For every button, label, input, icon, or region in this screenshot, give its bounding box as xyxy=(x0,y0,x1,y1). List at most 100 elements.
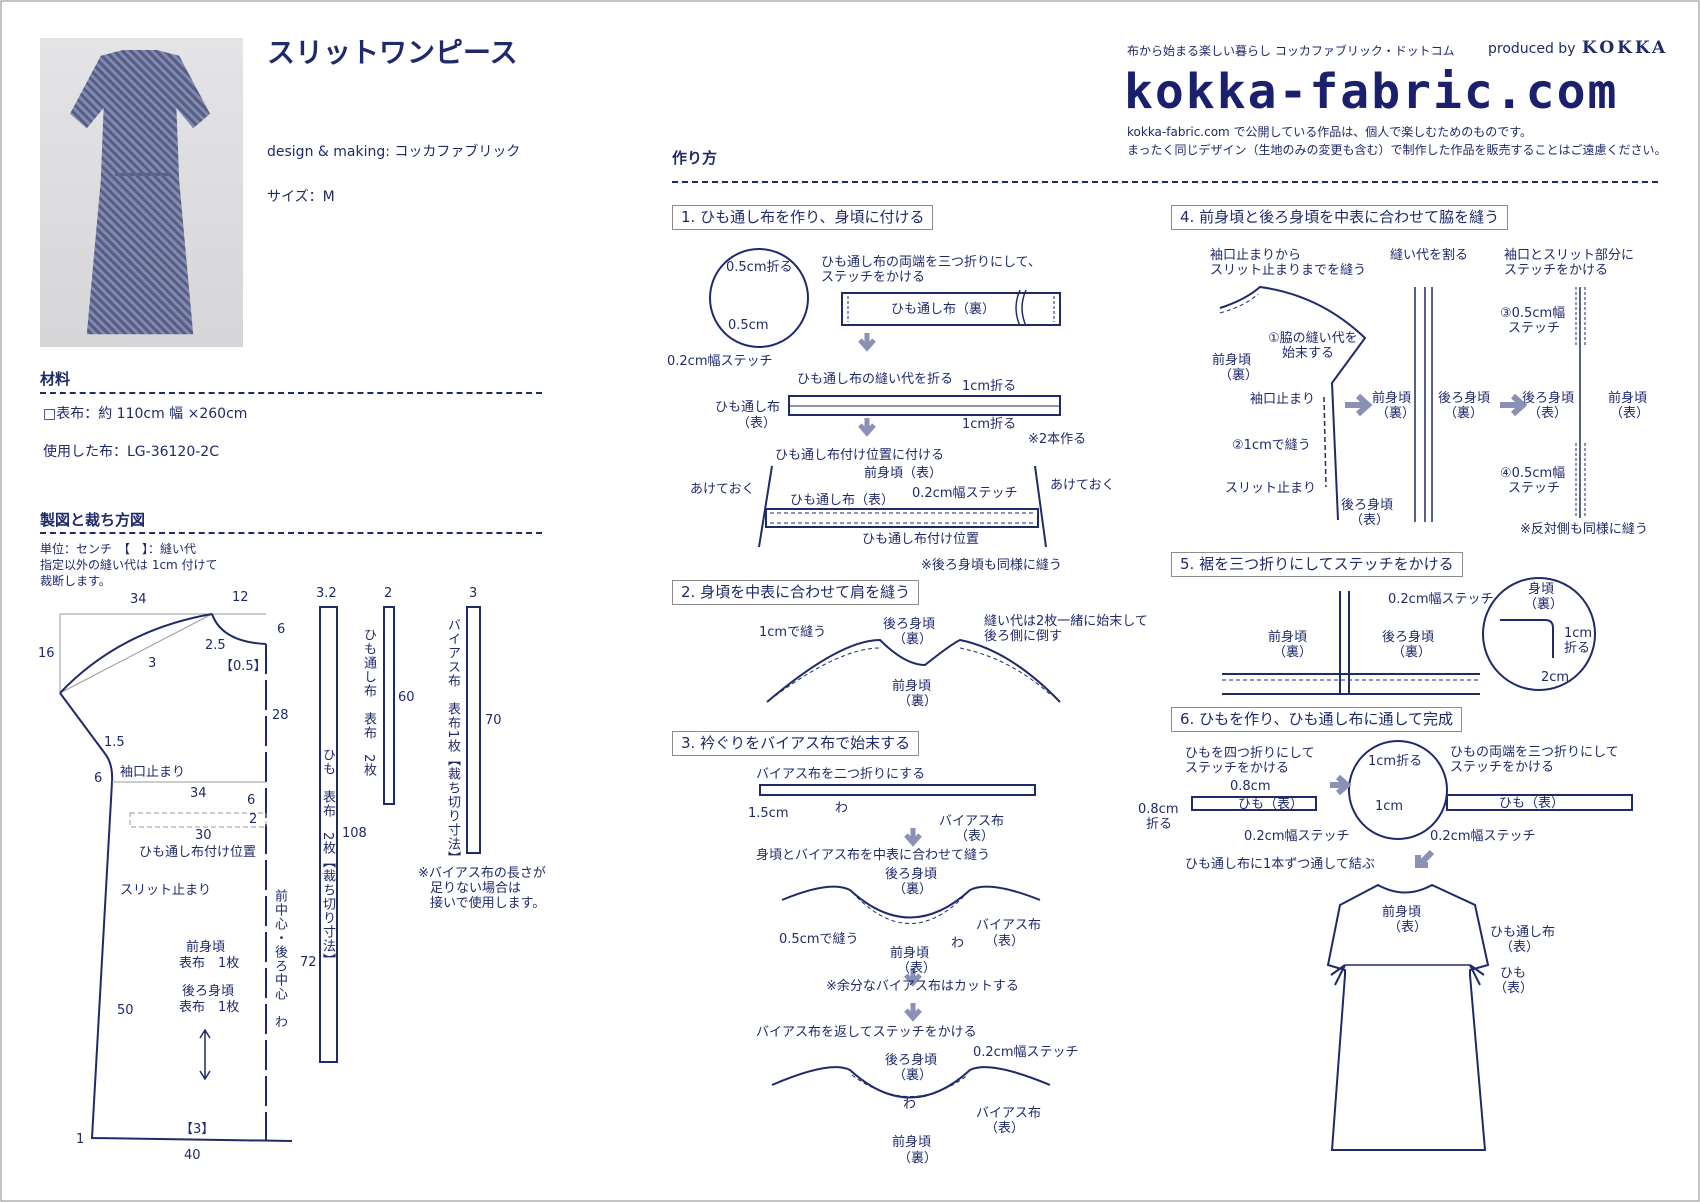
label: ひも xyxy=(1500,966,1527,981)
label: 袖口止まりから xyxy=(1210,248,1302,263)
label: ステッチをかける xyxy=(821,270,926,285)
label: 前身頃 xyxy=(1212,353,1252,368)
label: 前身頃 xyxy=(1372,391,1412,406)
label: バイアス布 xyxy=(976,918,1042,933)
label: （裏） xyxy=(893,632,933,647)
dim-label: 2 xyxy=(249,812,258,827)
label: ひも通し布（表） xyxy=(790,493,895,508)
label: 1cm xyxy=(1564,626,1593,641)
label: 折る xyxy=(1564,641,1591,656)
label: 0.8cm xyxy=(1230,779,1271,794)
label: ひも通し布の縫い代を折る xyxy=(797,372,954,387)
label: 0.2cm幅ステッチ xyxy=(1430,829,1536,844)
label: ひも通し布の両端を三つ折りにして、 xyxy=(821,255,1041,270)
label: わ xyxy=(835,801,849,816)
label: 0.2cm幅ステッチ xyxy=(912,486,1018,501)
dim-label: 【0.5】 xyxy=(220,659,267,674)
label: 後ろ側に倒す xyxy=(984,629,1063,644)
label: （裏） xyxy=(893,1068,933,1083)
dim-label: 12 xyxy=(232,590,249,605)
unit-note: 単位：センチ 【 】：縫い代 xyxy=(40,542,197,556)
label: 前身頃 xyxy=(890,946,930,961)
label: 前身頃 xyxy=(892,679,932,694)
instructions-heading: 作り方 xyxy=(672,149,718,167)
label: ④0.5cm幅 xyxy=(1500,466,1566,481)
label: ひも（表） xyxy=(1238,797,1304,812)
allowance-note: 指定以外の縫い代は 1cm 付けて xyxy=(40,558,218,572)
step-2-title: 2. 身頃を中表に合わせて肩を縫う xyxy=(672,580,920,605)
label: （裏） xyxy=(893,882,933,897)
label: スリット止まり xyxy=(1225,481,1317,496)
label: バイアス布を返してステッチをかける xyxy=(756,1025,977,1040)
sleeve-stop-label: 袖口止まり xyxy=(120,765,186,780)
center-fold-label: 前中心・後ろ中心 わ xyxy=(272,889,287,1029)
label: （表） xyxy=(985,1121,1025,1136)
label: ひも通し布に1本ずつ通して結ぶ xyxy=(1185,857,1375,872)
label: 0.2cm幅ステッチ xyxy=(973,1045,1079,1060)
label: バイアス布 xyxy=(976,1106,1042,1121)
step6-drawing xyxy=(1191,740,1633,1151)
dim-label: 28 xyxy=(272,708,289,723)
label: 前身頃 xyxy=(1608,391,1648,406)
label: 1cm折る xyxy=(962,379,1017,394)
back-piece-qty: 表布 1枚 xyxy=(179,1000,240,1015)
label: （表） xyxy=(737,416,777,431)
pattern-heading: 製図と裁ち方図 xyxy=(40,511,146,529)
materials-heading: 材料 xyxy=(40,370,71,388)
label: 始末する xyxy=(1282,346,1335,361)
label: わ xyxy=(903,1097,917,1112)
page-title: スリットワンピース xyxy=(267,36,518,69)
label: 前身頃 xyxy=(1268,630,1308,645)
front-piece-label: 前身頃 xyxy=(186,940,226,955)
label: ひも通し布付け位置 xyxy=(862,532,980,547)
label: 前身頃（表） xyxy=(864,466,943,481)
label: 縫い代は2枚一緒に始末して xyxy=(984,614,1148,629)
label: 後ろ身頃 xyxy=(1382,630,1435,645)
sales-notice: まったく同じデザイン（生地のみの変更も含む）で制作した作品を販売することはご遠慮… xyxy=(1127,143,1667,157)
label: ステッチをかける xyxy=(1185,761,1290,776)
fabric-requirement: □表布：約 110cm 幅 ×260cm xyxy=(43,406,248,422)
label: 前身頃 xyxy=(892,1135,932,1150)
label: （表） xyxy=(897,961,937,976)
tie-piece-label: ひも 表布 2枚【裁ち切り寸法】 xyxy=(320,748,335,968)
label: 1cm xyxy=(1375,799,1404,814)
strip-pieces xyxy=(319,606,481,1063)
dress-image xyxy=(70,50,210,335)
dim-label: 6 xyxy=(247,793,256,808)
produced-by: produced by xyxy=(1488,41,1576,57)
label: ひも通し布 xyxy=(1490,925,1556,940)
label: （裏） xyxy=(898,1151,938,1166)
label: ①脇の縫い代を xyxy=(1268,331,1358,346)
step-3-title: 3. 衿ぐりをバイアス布で始末する xyxy=(672,731,920,756)
label: 0.2cm幅ステッチ xyxy=(1388,592,1494,607)
label: わ xyxy=(951,936,965,951)
label: （表） xyxy=(1610,406,1650,421)
label: 0.2cm幅ステッチ xyxy=(667,354,773,369)
dim-label: 34 xyxy=(130,592,147,607)
label: 2cm xyxy=(1541,670,1570,685)
label: 身頃とバイアス布を中表に合わせて縫う xyxy=(756,848,991,863)
label: ひも（表） xyxy=(1499,796,1565,811)
label: ひも通し布付け位置に付ける xyxy=(775,448,945,463)
kokka-fabric-logo[interactable]: kokka-fabric.com xyxy=(1124,64,1619,120)
label: 後ろ身頃 xyxy=(1522,391,1575,406)
label: 袖口止まり xyxy=(1250,392,1316,407)
step4-drawing xyxy=(1219,285,1586,522)
label: あけておく xyxy=(690,482,755,497)
label: ※2本作る xyxy=(1028,432,1087,447)
label: 後ろ身頃 xyxy=(883,617,936,632)
label: ※後ろ身頃も同様に縫う xyxy=(921,558,1062,573)
label: 0.5cmで縫う xyxy=(779,932,859,947)
front-piece-qty: 表布 1枚 xyxy=(179,956,240,971)
casing-piece-label: ひも通し布 表布 2枚 xyxy=(361,628,376,778)
label: 後ろ身頃 xyxy=(1341,498,1394,513)
dim-label: 2.5 xyxy=(205,638,226,653)
tagline: 布から始まる楽しい暮らし コッカファブリック・ドットコム xyxy=(1127,44,1455,58)
step-6-title: 6. ひもを作り、ひも通し布に通して完成 xyxy=(1171,707,1463,732)
cut-note: 裁断します。 xyxy=(40,574,111,588)
dim-label: 6 xyxy=(277,622,286,637)
divider xyxy=(672,181,1658,183)
dim-label: 16 xyxy=(38,646,55,661)
label: （表） xyxy=(1494,981,1534,996)
